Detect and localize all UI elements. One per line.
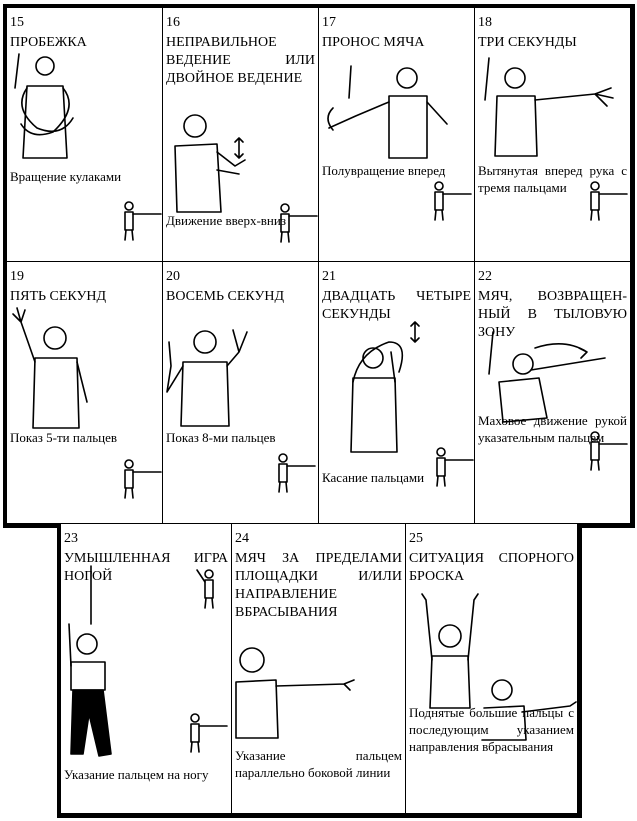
signal-number: 15 xyxy=(10,15,24,30)
signal-number: 25 xyxy=(409,531,423,546)
signal-caption: Полувращение вперед xyxy=(322,163,446,178)
signal-number: 21 xyxy=(322,269,336,284)
signal-title: Двадцать четыре секунды xyxy=(322,289,471,322)
mini-referee-icon xyxy=(190,713,228,753)
signal-caption: Указание пальцем параллельно боковой лин… xyxy=(235,748,402,780)
signal-caption: Показ 8-ми пальцев xyxy=(166,430,276,445)
signal-caption: Вращение кулаками xyxy=(10,169,122,184)
signal-caption: Показ 5-ти пальцев xyxy=(10,430,118,445)
referee-figure-carrying xyxy=(327,65,448,159)
mini-referee-icon xyxy=(590,181,628,221)
signal-title: Неправильное ведение или двойное ведение xyxy=(166,35,315,86)
signal-title: Три секунды xyxy=(478,35,577,50)
signal-number: 18 xyxy=(478,15,492,30)
signal-card-25: 25 Ситуация спорного броска Поднятые бол… xyxy=(406,524,578,814)
mini-referee-icon xyxy=(124,459,162,499)
signal-card-21: 21 Двадцать четыре секунды Касание пальц… xyxy=(319,262,475,524)
signal-title: Пять секунд xyxy=(10,289,107,304)
referee-figure-out-of-bounds xyxy=(235,647,355,739)
signal-title: Пробежка xyxy=(10,35,87,50)
referee-figure-backcourt xyxy=(488,331,606,423)
signal-caption: Вытянутая вперед рука с тремя пальцами xyxy=(478,163,627,195)
referee-figure-three-seconds xyxy=(484,57,614,157)
referee-figure-eight-seconds xyxy=(166,329,248,427)
mini-referee-icon xyxy=(590,431,628,471)
signal-number: 24 xyxy=(235,531,249,546)
referee-figure-dribble xyxy=(174,114,246,213)
signal-card-23: 23 Умышленная игра ногой Указание пальце… xyxy=(61,524,232,814)
signal-caption: Указание пальцем на ногу xyxy=(64,767,209,782)
referee-figure-foot xyxy=(68,565,112,757)
referee-figure-five-seconds xyxy=(12,307,88,429)
signal-title: Ситуация спорного броска xyxy=(409,551,574,584)
mini-referee-icon xyxy=(434,181,472,221)
referee-figure-jump-ball xyxy=(421,593,577,741)
signal-card-17: 17 Пронос мяча Полувращение вперед xyxy=(319,8,475,262)
signal-card-15: 15 Пробежка Вращение кулаками xyxy=(7,8,163,262)
signal-title: Восемь секунд xyxy=(166,289,285,304)
signal-title: Умышленная игра ногой xyxy=(64,551,228,584)
mini-referee-icon xyxy=(196,569,214,609)
signal-title: Пронос мяча xyxy=(322,35,425,50)
signal-card-16: 16 Неправильное ведение или двойное веде… xyxy=(163,8,319,262)
mini-referee-icon xyxy=(124,201,162,241)
signal-card-22: 22 Мяч, возвращен-ный в тыловую зону Мах… xyxy=(475,262,631,524)
signal-number: 17 xyxy=(322,15,336,30)
signal-number: 23 xyxy=(64,531,78,546)
signal-caption: Поднятые большие пальцы с последующим ук… xyxy=(409,705,574,754)
signal-card-20: 20 Восемь секунд Показ 8-ми пальцев xyxy=(163,262,319,524)
signal-card-19: 19 Пять секунд Показ 5-ти пальцев xyxy=(7,262,163,524)
signal-title: Мяч за пределами площадки и/или направле… xyxy=(235,551,402,620)
mini-referee-icon xyxy=(280,203,318,243)
signal-caption: Касание пальцами xyxy=(322,470,425,485)
referee-figure-travelling xyxy=(14,53,74,159)
signal-caption: Маховое движение рукой указательным паль… xyxy=(478,413,627,445)
signal-card-18: 18 Три секунды Вытянутая вперед рука с т… xyxy=(475,8,631,262)
signal-number: 19 xyxy=(10,269,24,284)
signal-number: 16 xyxy=(166,15,180,30)
signal-caption: Движение вверх-вниз xyxy=(166,213,286,228)
mini-referee-icon xyxy=(278,453,316,493)
signal-card-24: 24 Мяч за пределами площадки и/или напра… xyxy=(232,524,406,814)
signal-number: 20 xyxy=(166,269,180,284)
mini-referee-icon xyxy=(436,447,474,487)
signal-number: 22 xyxy=(478,269,492,284)
signal-title: Мяч, возвращен-ный в тыловую зону xyxy=(478,289,627,340)
referee-figure-24-seconds xyxy=(350,321,420,453)
